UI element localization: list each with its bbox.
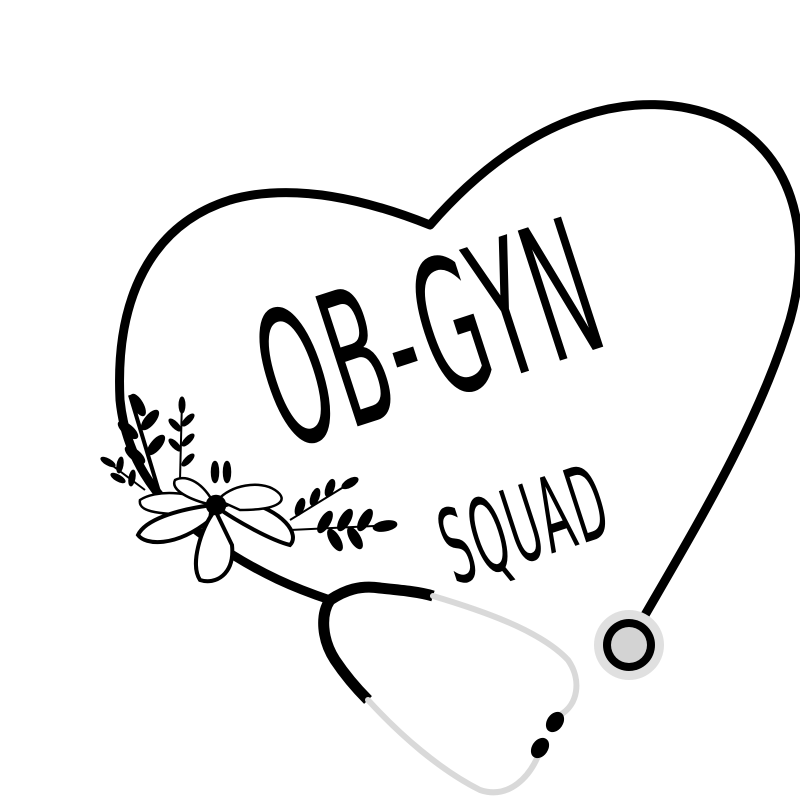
leaf-sprig-icon [100, 393, 398, 552]
stethoscope-heart-icon [115, 100, 800, 620]
subline-text: SQUAD [425, 441, 624, 609]
binaural-icon [318, 581, 580, 796]
flower-icon [135, 460, 295, 584]
chestpiece-icon [594, 610, 664, 680]
